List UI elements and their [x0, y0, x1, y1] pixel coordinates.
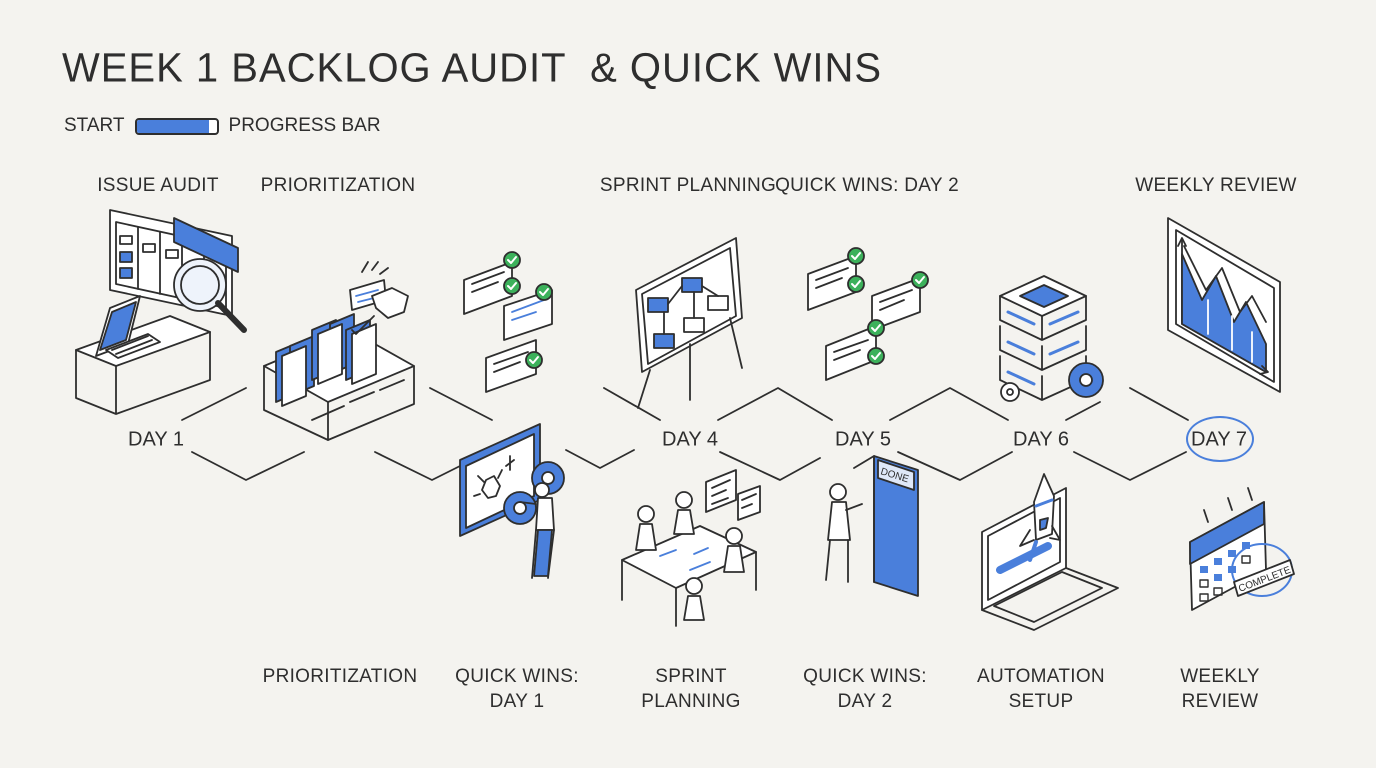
- progress-legend: START PROGRESS BAR: [64, 113, 381, 139]
- day-label-4: DAY 4: [662, 428, 718, 451]
- rocket-laptop-icon: [981, 473, 1119, 631]
- bottom-label-automation-setup: AUTOMATION SETUP: [977, 666, 1105, 712]
- day-label-6: DAY 6: [1013, 428, 1069, 451]
- sprint-planning-whiteboard-icon: [635, 237, 743, 409]
- progress-bar-fill: [136, 119, 209, 133]
- done-board-icon: [825, 455, 919, 597]
- page-title: WEEK 1 BACKLOG AUDIT & QUICK WINS: [62, 45, 883, 91]
- top-label-weekly-review: WEEKLY REVIEW: [1135, 175, 1297, 196]
- top-label-issue-audit: ISSUE AUDIT: [97, 175, 219, 196]
- checklist-cards-day1: [463, 251, 553, 393]
- checklist-cards-day2: [807, 247, 929, 381]
- day-7-highlight-circle: [1186, 416, 1254, 462]
- progress-end-label: PROGRESS BAR: [228, 115, 381, 136]
- day-label-1: DAY 1: [128, 428, 184, 451]
- progress-start-label: START: [64, 115, 125, 136]
- bottom-label-weekly-review: WEEKLY REVIEW: [1180, 666, 1260, 712]
- prioritization-icon: [263, 261, 415, 441]
- top-label-sprint-planning: SPRINT PLANNING: [599, 175, 777, 196]
- server-automation-icon: [999, 275, 1104, 402]
- bottom-label-quick-wins-day1: QUICK WINS: DAY 1: [455, 666, 579, 712]
- top-label-quick-wins-day2: QUICK WINS: DAY 2: [775, 175, 959, 196]
- progress-bar: [134, 117, 219, 135]
- team-meeting-icon: [621, 469, 761, 627]
- bug-fix-icon: [459, 423, 565, 579]
- issue-audit-icon: [75, 209, 247, 415]
- top-label-prioritization: PRIORITIZATION: [260, 175, 416, 196]
- burndown-chart-icon: [1167, 217, 1281, 393]
- bottom-label-quick-wins-day2: QUICK WINS: DAY 2: [803, 666, 927, 712]
- bottom-label-sprint-planning: SPRINT PLANNING: [641, 666, 741, 712]
- day-label-5: DAY 5: [835, 428, 891, 451]
- bottom-label-prioritization: PRIORITIZATION: [262, 666, 418, 687]
- calendar-complete-icon: [1189, 487, 1295, 611]
